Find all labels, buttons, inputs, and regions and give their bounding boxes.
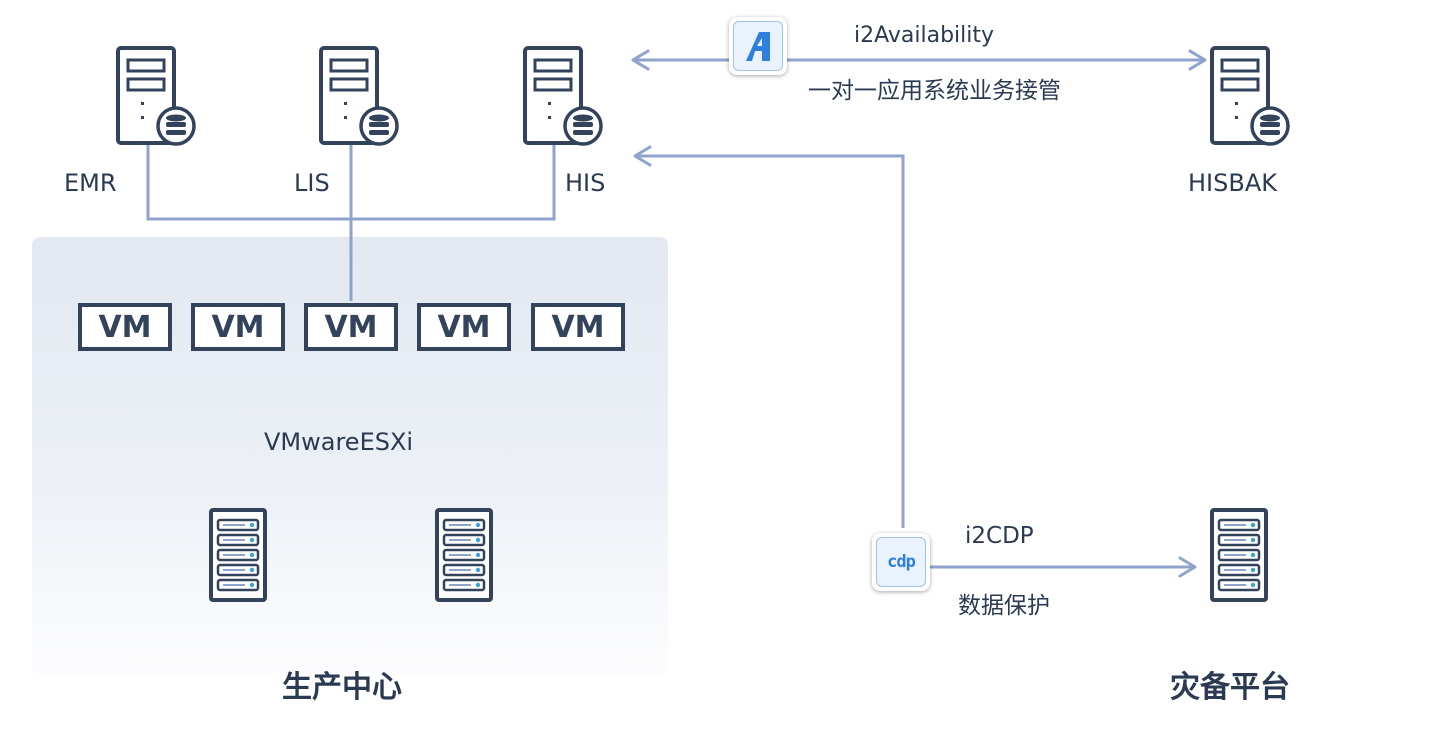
rack-server-icon-host-2 — [435, 508, 493, 602]
arrowhead-right-top — [1188, 49, 1207, 71]
vm-box: VM — [417, 303, 511, 351]
vm-box: VM — [78, 303, 172, 351]
arrowhead-left-top — [631, 49, 650, 71]
server-label-lis: LIS — [294, 169, 330, 197]
rack-server-icon-dr — [1210, 508, 1268, 602]
i2availability-logo-icon — [746, 32, 770, 61]
i2cdp-logo-icon: cdp — [887, 552, 916, 572]
rack-server-icon-host-1 — [209, 508, 267, 602]
vm-box: VM — [304, 303, 398, 351]
server-database-icon-emr — [116, 46, 196, 146]
arrowhead-right-bottom — [1178, 556, 1197, 578]
server-database-icon-his — [523, 46, 603, 146]
server-label-his: HIS — [565, 169, 606, 197]
cdp-name: i2CDP — [965, 523, 1034, 549]
i2cdp-badge: cdp — [872, 533, 930, 591]
cdp-return-line — [638, 154, 905, 528]
dr-title: 灾备平台 — [1170, 670, 1290, 705]
server-label-emr: EMR — [64, 169, 117, 197]
server-label-hisbak: HISBAK — [1188, 169, 1277, 197]
availability-desc: 一对一应用系统业务接管 — [808, 78, 1061, 104]
i2availability-badge — [729, 17, 787, 75]
vm-box: VM — [191, 303, 285, 351]
hypervisor-label: VMwareESXi — [264, 428, 414, 456]
arrowhead-left-mid — [633, 145, 652, 167]
vm-box: VM — [531, 303, 625, 351]
server-database-icon-hisbak — [1210, 46, 1290, 146]
production-title: 生产中心 — [282, 670, 402, 705]
availability-name: i2Availability — [854, 23, 995, 48]
cdp-desc: 数据保护 — [958, 593, 1050, 619]
server-database-icon-lis — [319, 46, 399, 146]
